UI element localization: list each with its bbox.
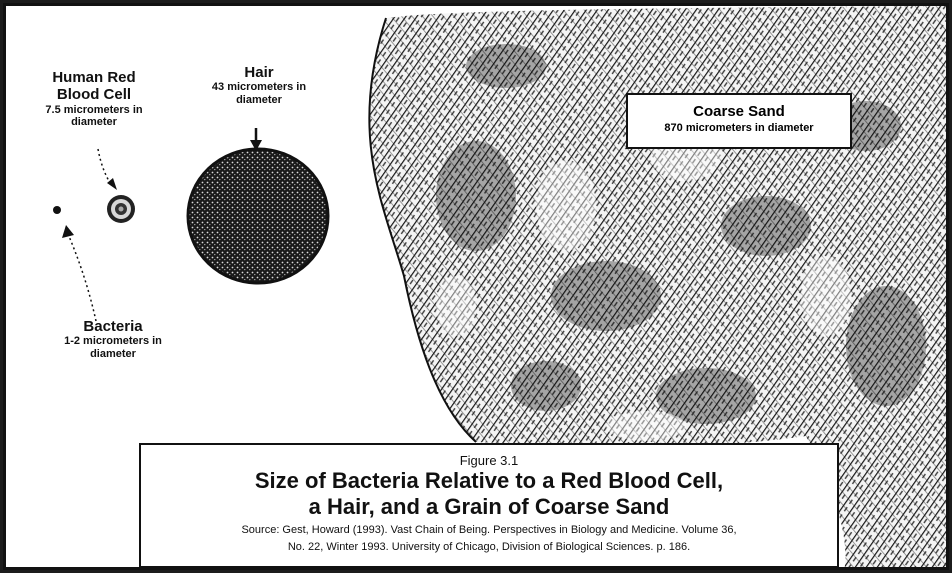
figure-caption: Figure 3.1 Size of Bacteria Relative to … <box>139 443 839 568</box>
red-blood-cell-name-line1: Human Red <box>34 69 154 86</box>
red-blood-cell <box>107 195 135 223</box>
figure-frame: Human Red Blood Cell 7.5 micrometers in … <box>3 3 949 570</box>
figure-number: Figure 3.1 <box>141 453 837 468</box>
red-blood-cell-name-line2: Blood Cell <box>34 86 154 103</box>
figure-source-line2: No. 22, Winter 1993. University of Chica… <box>141 540 837 555</box>
hair-label: Hair 43 micrometers in diameter <box>194 64 324 107</box>
hair-size-line1: 43 micrometers in <box>194 81 324 94</box>
red-blood-cell-size-line1: 7.5 micrometers in <box>34 104 154 117</box>
figure-source-line1: Source: Gest, Howard (1993). Vast Chain … <box>141 523 837 538</box>
figure-title-line2: a Hair, and a Grain of Coarse Sand <box>141 494 837 520</box>
hair-name: Hair <box>194 64 324 81</box>
coarse-sand-label: Coarse Sand 870 micrometers in diameter <box>626 93 852 149</box>
coarse-sand-size: 870 micrometers in diameter <box>628 122 850 134</box>
hair-size-line2: diameter <box>194 94 324 107</box>
red-blood-cell-size-line2: diameter <box>34 116 154 129</box>
hair-cross-section <box>188 149 328 283</box>
bacteria-name: Bacteria <box>48 318 178 335</box>
bacterium <box>53 206 61 214</box>
bacteria-size-line2: diameter <box>48 348 178 361</box>
bacteria-label: Bacteria 1-2 micrometers in diameter <box>48 318 178 361</box>
red-blood-cell-label: Human Red Blood Cell 7.5 micrometers in … <box>34 69 154 129</box>
bacteria-size-line1: 1-2 micrometers in <box>48 335 178 348</box>
coarse-sand-name: Coarse Sand <box>628 103 850 120</box>
figure-title-line1: Size of Bacteria Relative to a Red Blood… <box>141 468 837 494</box>
